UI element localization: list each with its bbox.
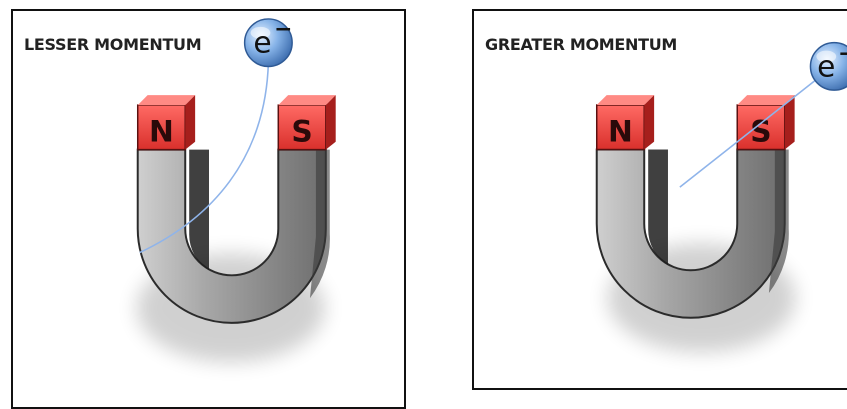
electron-charge: − xyxy=(838,41,847,66)
magnet-scene: N S e − xyxy=(136,17,336,363)
electron-trajectory-curved xyxy=(139,62,270,254)
electron-symbol: e xyxy=(817,48,835,83)
electron-trajectory-straight xyxy=(679,79,816,188)
horseshoe-magnet: N S xyxy=(136,95,336,324)
north-pole-label: N xyxy=(149,115,174,150)
magnet-scene: N S e − xyxy=(595,41,847,353)
panel-title: LESSER MOMENTUM xyxy=(24,35,202,54)
electron-charge: − xyxy=(274,17,292,42)
south-pole-label: S xyxy=(291,115,312,150)
horseshoe-magnet: N S xyxy=(595,95,795,319)
panel-greater-momentum: GREATER MOMENTUM N S e − xyxy=(472,9,847,390)
electron-symbol: e xyxy=(253,26,271,61)
south-pole-label: S xyxy=(750,114,771,149)
panel-lesser-momentum: LESSER MOMENTUM N S e − xyxy=(11,9,406,409)
panel-title: GREATER MOMENTUM xyxy=(485,35,678,54)
electron: e − xyxy=(809,41,847,91)
north-pole-label: N xyxy=(608,114,633,149)
electron: e − xyxy=(243,17,293,68)
